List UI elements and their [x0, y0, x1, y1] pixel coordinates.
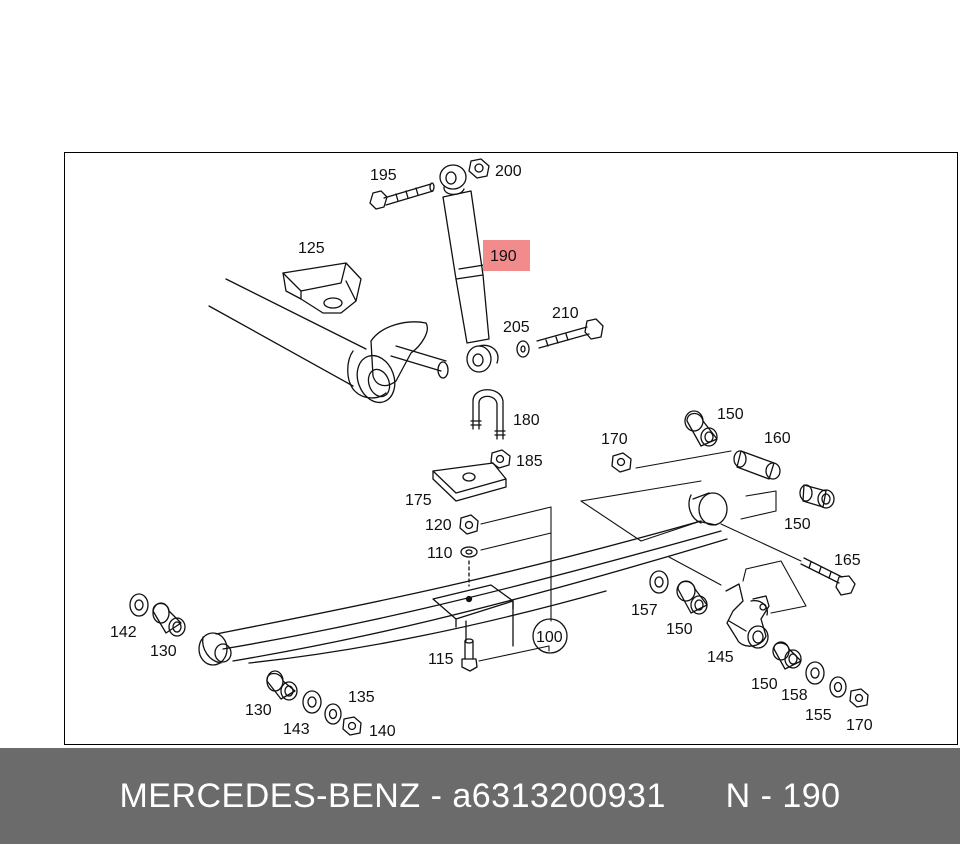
label-158: 158 [781, 687, 808, 704]
callout-lines-shackle [668, 556, 807, 614]
washer-155 [829, 676, 847, 698]
bushing-130-left [152, 602, 186, 637]
label-143: 143 [283, 721, 310, 738]
label-195: 195 [370, 167, 397, 184]
label-205: 205 [503, 319, 530, 336]
label-150-low: 150 [751, 676, 778, 693]
u-bolt-180 [470, 389, 506, 440]
nut-120 [459, 514, 479, 535]
label-110: 110 [427, 545, 453, 562]
spacer [666, 777, 726, 816]
label-210: 210 [552, 305, 579, 322]
label-190[interactable]: 190 [490, 248, 517, 265]
parts-diagram: 195 200 190 125 205 210 180 185 175 170 … [64, 152, 958, 745]
label-140: 140 [369, 723, 396, 740]
label-175: 175 [405, 492, 432, 509]
callout-lines-100 [478, 506, 552, 662]
exploded-view-drawing: 195 200 190 125 205 210 180 185 175 170 … [110, 158, 873, 740]
label-180: 180 [513, 412, 540, 429]
callout-circle-100 [532, 618, 568, 654]
label-100: 100 [536, 629, 563, 646]
label-130-left: 130 [150, 643, 177, 660]
label-200: 200 [495, 163, 522, 180]
brand-name: MERCEDES-BENZ [119, 776, 421, 815]
washer-110 [460, 546, 478, 558]
label-170-top: 170 [601, 431, 628, 448]
part-labels: 195 200 190 125 205 210 180 185 175 170 … [110, 163, 873, 740]
label-130-bottom: 130 [245, 702, 272, 719]
label-125: 125 [298, 240, 325, 257]
nut-170-low [849, 688, 869, 708]
nut-140 [342, 716, 362, 736]
bolt-210 [536, 318, 604, 349]
bushing-130-bottom [266, 670, 298, 701]
nut-185 [490, 449, 511, 469]
bolt-165 [800, 557, 856, 596]
position-label: N - 190 [725, 776, 841, 815]
washer-142 [129, 593, 149, 617]
washer-143 [302, 690, 322, 714]
bushing-150-shackle [676, 580, 708, 615]
shackle-145 [725, 583, 770, 649]
label-145: 145 [707, 649, 734, 666]
label-170-low: 170 [846, 717, 873, 734]
washer-205 [516, 340, 530, 358]
label-150-top: 150 [717, 406, 744, 423]
callout-lines-front [580, 450, 802, 562]
bushing-150-top [684, 410, 718, 447]
label-135: 135 [348, 689, 375, 706]
label-120: 120 [425, 517, 452, 534]
bushing-150-mid [799, 484, 835, 509]
label-157: 157 [631, 602, 658, 619]
label-142: 142 [110, 624, 137, 641]
footer-caption: MERCEDES-BENZ - a6313200931 N - 190 [0, 748, 960, 844]
nut-170-top [611, 452, 632, 473]
leaf-spring [198, 492, 728, 666]
washer-158 [805, 661, 825, 685]
label-185: 185 [516, 453, 543, 470]
bushing-150-low [772, 641, 802, 670]
washer-157 [649, 570, 669, 594]
label-160: 160 [764, 430, 791, 447]
highlight-190 [483, 240, 530, 271]
bolt-115 [461, 638, 478, 672]
washer-135 [324, 703, 342, 725]
sleeve-160 [733, 450, 781, 480]
label-150-shackle: 150 [666, 621, 693, 638]
shock-absorber-190 [439, 164, 499, 373]
part-number: a6313200931 [452, 776, 666, 815]
bolt-195 [369, 182, 435, 210]
axle-beam [208, 278, 449, 404]
separator: - [420, 776, 453, 815]
label-150-mid: 150 [784, 516, 811, 533]
bracket-125 [282, 262, 362, 314]
label-165: 165 [834, 552, 861, 569]
nut-200 [468, 158, 490, 179]
plate-175 [432, 462, 507, 502]
label-115: 115 [428, 651, 454, 668]
label-155: 155 [805, 707, 832, 724]
